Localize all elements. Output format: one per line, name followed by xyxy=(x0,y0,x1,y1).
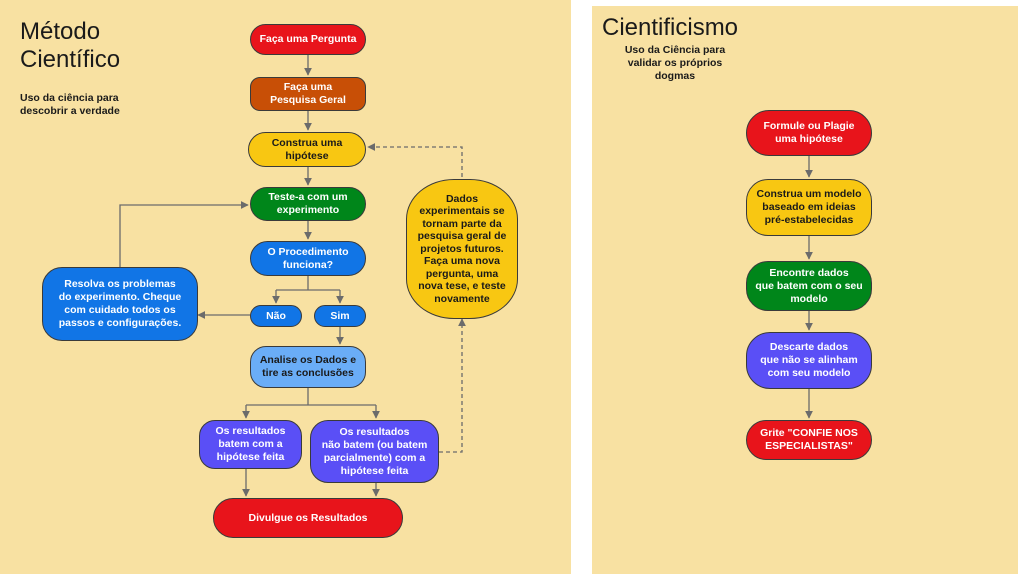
arrow-troubleshoot-to-test xyxy=(119,201,249,267)
feedback-loop-node: Dados experimentais se tornam parte da p… xyxy=(406,179,518,319)
arrow-nomatch-to-feedback xyxy=(439,318,466,453)
ask-question-node: Faça uma Pergunta xyxy=(250,24,366,55)
arrow-procedure-split xyxy=(276,276,340,291)
scientism-title: Cientificismo xyxy=(602,14,739,41)
scientific-method-subtitle: Uso da ciência para descobrir a verdade xyxy=(20,92,120,117)
no-node: Não xyxy=(250,305,302,327)
arrow-analyze-split xyxy=(246,388,376,406)
scientific-method-title: Método Científico xyxy=(20,18,121,73)
scientism-subtitle: Uso da Ciência para validar os próprios … xyxy=(624,44,726,82)
yes-node: Sim xyxy=(314,305,366,327)
arrow-feedback-to-hypothesis xyxy=(367,143,463,177)
publish-results-node: Divulgue os Resultados xyxy=(213,498,403,538)
